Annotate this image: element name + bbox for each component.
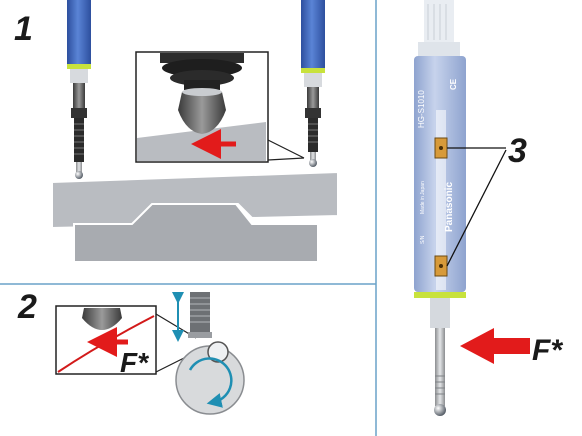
- panel-1: 1: [14, 0, 339, 263]
- sensor-model-text: HG-S1010: [417, 90, 426, 128]
- part-3-number: 3: [508, 132, 527, 170]
- sensor-serial-text: S/N: [420, 235, 426, 244]
- panel-3: 3 Panasonic HG-S1010 CE Made in Japan S/…: [414, 0, 563, 416]
- ce-mark: CE: [449, 78, 458, 90]
- sensor-top-cap: [418, 0, 460, 56]
- zoom-inset-1: [135, 51, 305, 163]
- force-arrow-right: [460, 328, 530, 364]
- zoom-inset-2: [55, 305, 197, 375]
- probe-on-roller: [172, 292, 245, 415]
- force-label-left: F*: [120, 347, 149, 378]
- sensor-brand-text: Panasonic: [444, 182, 455, 232]
- panel-dividers: [0, 0, 377, 436]
- sensor-body: [414, 56, 466, 328]
- left-sensor-probe: [67, 0, 91, 179]
- right-sensor-probe: [301, 0, 325, 167]
- leader-lines-3: [446, 147, 507, 267]
- force-label-right: F*: [532, 334, 563, 367]
- sensor-origin-text: Made in Japan: [420, 181, 426, 214]
- panel-1-number: 1: [14, 10, 33, 48]
- workpiece-plates: [51, 170, 339, 263]
- sensor-spindle: [434, 328, 446, 416]
- panel-2: 2 F*: [17, 288, 245, 415]
- panel-2-number: 2: [17, 288, 37, 326]
